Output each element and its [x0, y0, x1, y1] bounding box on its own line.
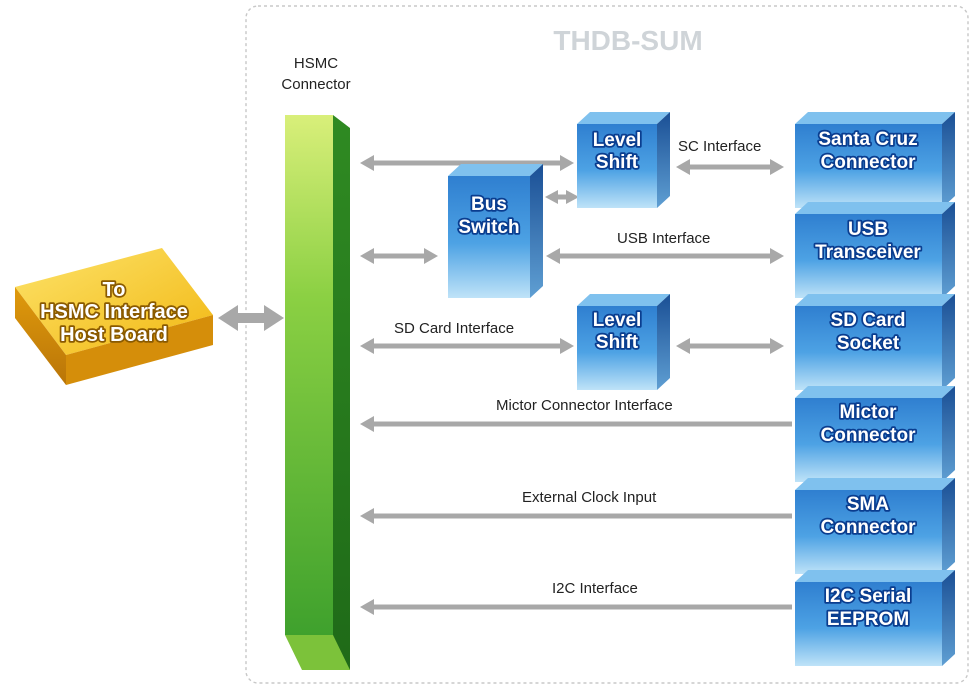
- sma-line2: Connector: [821, 517, 917, 538]
- sc-interface-label: SC Interface: [678, 138, 761, 155]
- level-shift-top-line2: Shift: [596, 152, 639, 173]
- host-board-line2: HSMC Interface: [40, 301, 188, 323]
- level-shift-bottom-block: Level Shift: [577, 294, 670, 390]
- level-shift-bottom-line2: Shift: [596, 332, 639, 353]
- clock-input-label: External Clock Input: [522, 489, 657, 506]
- host-board-block: To HSMC Interface Host Board: [15, 248, 213, 385]
- board-outline: [245, 5, 969, 684]
- bus-switch-line1: Bus: [471, 194, 507, 215]
- host-to-hsmc-arrow: [218, 305, 284, 331]
- host-board-line1: To: [103, 279, 126, 301]
- santa-cruz-line2: Connector: [821, 152, 917, 173]
- mictor-interface-label: Mictor Connector Interface: [496, 397, 673, 414]
- host-board-line3: Host Board: [60, 324, 168, 346]
- i2c-eeprom-block: I2C Serial EEPROM: [795, 570, 955, 666]
- sma-line1: SMA: [847, 494, 890, 515]
- usb-line2: Transceiver: [815, 242, 921, 263]
- hsmc-connector-label-line2: Connector: [281, 76, 350, 93]
- usb-interface-label: USB Interface: [617, 230, 710, 247]
- sd-card-line1: SD Card: [831, 310, 906, 331]
- i2c-line2: EEPROM: [827, 609, 909, 630]
- santa-cruz-connector-block: Santa Cruz Connector: [795, 112, 955, 208]
- hsmc-connector-bar: [285, 115, 350, 670]
- bus-switch-block: Bus Switch: [448, 164, 543, 298]
- level-shift-top-line1: Level: [593, 130, 642, 151]
- mictor-connector-block: Mictor Connector: [795, 386, 955, 482]
- i2c-interface-label: I2C Interface: [552, 580, 638, 597]
- usb-transceiver-block: USB Transceiver: [795, 202, 955, 298]
- connection-arrows: [360, 155, 792, 615]
- mictor-line2: Connector: [821, 425, 917, 446]
- santa-cruz-line1: Santa Cruz: [818, 129, 917, 150]
- hsmc-connector-label-line1: HSMC: [294, 55, 338, 72]
- board-title: THDB-SUM: [553, 25, 702, 56]
- sd-card-interface-label: SD Card Interface: [394, 320, 514, 337]
- usb-line1: USB: [848, 219, 888, 240]
- sd-card-socket-block: SD Card Socket: [795, 294, 955, 390]
- mictor-line1: Mictor: [840, 402, 898, 423]
- sma-connector-block: SMA Connector: [795, 478, 955, 574]
- level-shift-bottom-line1: Level: [593, 310, 642, 331]
- level-shift-top-block: Level Shift: [577, 112, 670, 208]
- bus-switch-line2: Switch: [458, 217, 519, 238]
- i2c-line1: I2C Serial: [825, 586, 912, 607]
- sd-card-line2: Socket: [837, 333, 900, 354]
